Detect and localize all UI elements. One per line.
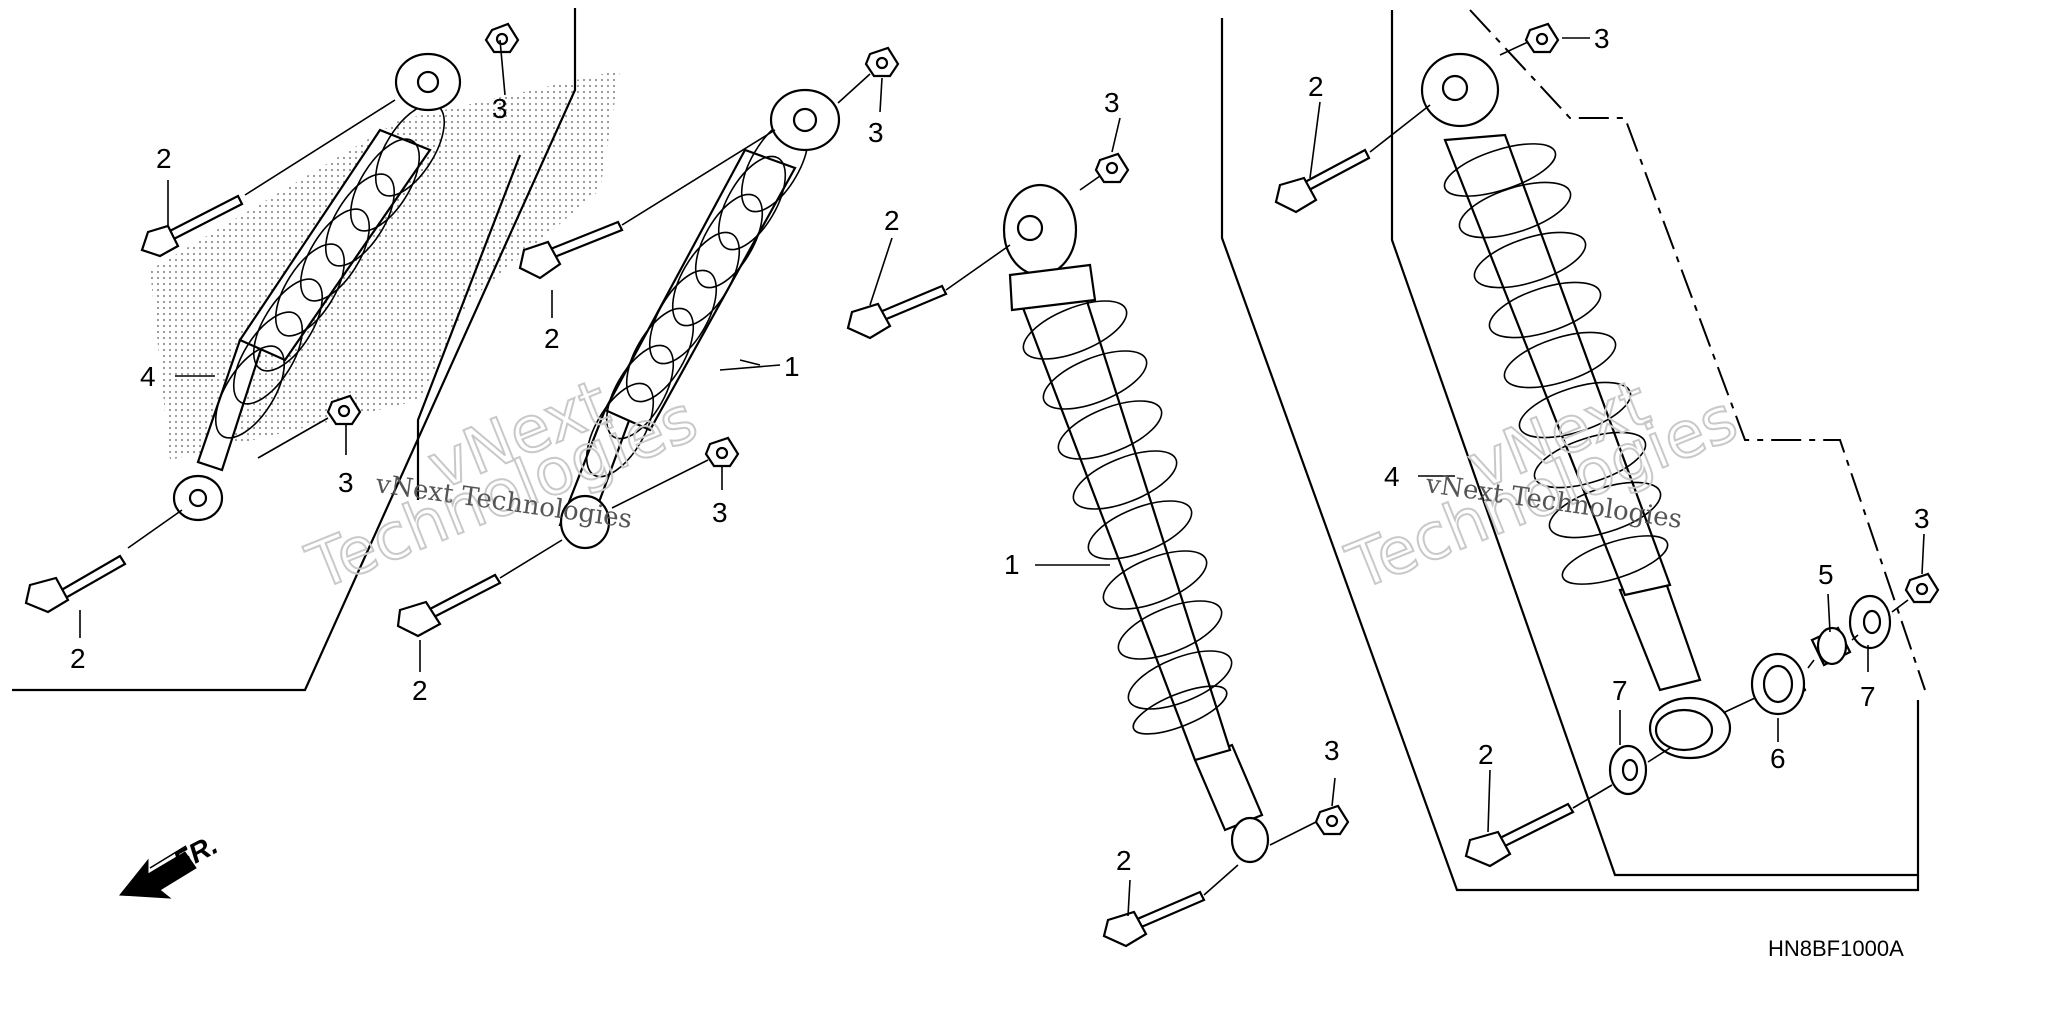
callout-3-a-top: 3: [492, 93, 508, 124]
bolt-c-bottom: [1102, 890, 1206, 948]
callout-3-c-top: 3: [1104, 87, 1120, 118]
shock-b-tube: [603, 148, 797, 432]
nut-d-right: [1904, 572, 1940, 604]
nut-c-top: [1094, 152, 1130, 184]
callout-4-d: 4: [1384, 461, 1400, 492]
shock-d-spring: [1443, 143, 1669, 585]
callout-2-a-top: 2: [156, 143, 172, 174]
panel-border-divider: [416, 154, 522, 500]
callout-3-c-bottom: 3: [1324, 735, 1340, 766]
callout-3-b-top: 3: [868, 117, 884, 148]
diagram-reference-code: HN8BF1000A: [1768, 936, 1904, 961]
nut-a-mid: [326, 394, 362, 426]
callout-2-d-bottom: 2: [1478, 739, 1494, 770]
callout-3-d-right: 3: [1914, 503, 1930, 534]
nut-b-mid: [704, 436, 740, 468]
shock-c-spring: [1022, 300, 1233, 735]
panel-border-inner: [1390, 10, 1918, 877]
callout-2-c-top: 2: [884, 205, 900, 236]
bolt-b-bottom: [396, 573, 502, 638]
callout-3-b-mid: 3: [712, 497, 728, 528]
panel-border-right: [1220, 18, 1920, 892]
shock-absorber-c: [1002, 183, 1270, 864]
dash-outline-assembly: [1469, 9, 1926, 691]
callout-3-d-top: 3: [1594, 23, 1610, 54]
callout-6-d: 6: [1770, 743, 1786, 774]
shock-c-tube: [1018, 293, 1232, 762]
callout-2-b-top: 2: [544, 323, 560, 354]
callout-1-b: 1: [784, 351, 800, 382]
callout-5-d: 5: [1818, 559, 1834, 590]
nut-b-top: [864, 46, 900, 78]
shock-absorber-d: [1420, 52, 1732, 760]
shock-d-body: [1618, 578, 1702, 692]
panel-border-left: [12, 8, 577, 692]
washer-d-left: [1608, 744, 1648, 796]
callout-2-a-bottom: 2: [70, 643, 86, 674]
shock-c-lower-clevis: [1230, 816, 1270, 864]
bearing-d: [1750, 652, 1807, 716]
callout-7-d-right: 7: [1860, 681, 1876, 712]
callout-2-c-bottom: 2: [1116, 845, 1132, 876]
bolt-c-top: [846, 284, 948, 340]
shock-a-spring: [214, 103, 446, 439]
nut-a-top: [484, 22, 520, 54]
callout-3-a-mid: 3: [338, 467, 354, 498]
washer-d-right: [1848, 594, 1892, 650]
bolt-b-top: [518, 220, 624, 280]
callout-2-b-bottom: 2: [412, 675, 428, 706]
bolt-d-top: [1274, 148, 1371, 214]
collar-d: [1810, 626, 1852, 667]
callout-1-c: 1: [1004, 549, 1020, 580]
nut-c-bottom: [1314, 804, 1350, 836]
shock-b-lower-eye: [559, 494, 611, 550]
shock-d-tube: [1443, 133, 1672, 597]
bolt-d-bottom: [1464, 802, 1575, 868]
bolt-a-top: [140, 194, 244, 258]
shading-pattern: [150, 70, 620, 460]
callout-2-d-top: 2: [1308, 71, 1324, 102]
nut-d-top: [1524, 22, 1560, 54]
shock-absorber-b: [558, 88, 841, 550]
callout-7-d-left: 7: [1612, 675, 1628, 706]
callout-4-a: 4: [140, 361, 156, 392]
shock-absorber-a: [172, 52, 462, 522]
bolt-a-bottom: [24, 554, 127, 614]
front-direction-arrow: FR.: [119, 829, 223, 899]
